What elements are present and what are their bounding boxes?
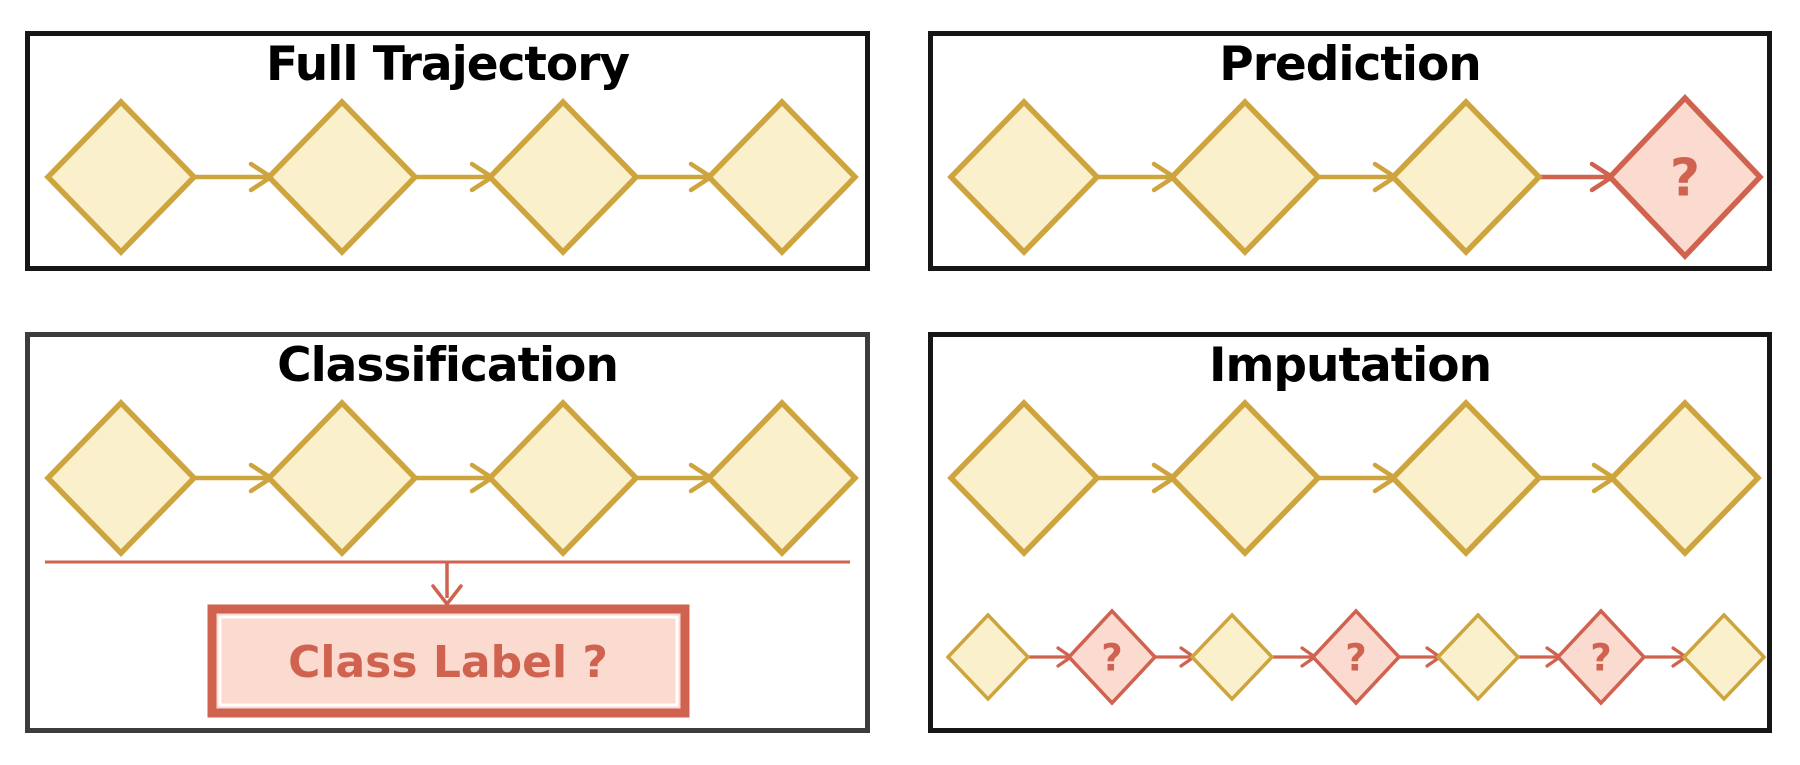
missing-state-diamond	[1606, 94, 1764, 260]
transition-arrow	[634, 462, 716, 494]
missing-question-mark: ?	[1345, 636, 1366, 679]
transition-arrow	[1397, 646, 1443, 668]
observed-state-diamond	[1389, 98, 1543, 256]
observed-state-diamond	[1168, 399, 1322, 557]
transition-arrow	[192, 462, 276, 494]
class-label-box-inner-rim	[218, 615, 679, 707]
observed-state-diamond	[486, 399, 640, 557]
transition-arrow	[1026, 646, 1074, 668]
imputation-diagram: ???	[945, 399, 1767, 706]
transition-arrow	[1316, 462, 1400, 494]
transition-arrow	[1153, 646, 1197, 668]
transition-arrow	[1095, 161, 1179, 193]
observed-state-diamond	[705, 98, 859, 256]
observed-state-diamond	[44, 98, 198, 256]
transition-arrow	[413, 462, 497, 494]
missing-question-mark: ?	[1101, 636, 1122, 679]
full-trajectory-diagram	[44, 98, 859, 256]
classification-diagram: Class Label ?	[44, 399, 859, 718]
observed-state-diamond	[486, 98, 640, 256]
summary-arrowhead-icon	[431, 584, 463, 607]
panel-classification: Classification Class Label ?	[25, 332, 870, 733]
transition-arrow	[634, 161, 716, 193]
observed-state-diamond	[1435, 612, 1521, 702]
transition-arrow	[1516, 646, 1563, 668]
panel-prediction: Prediction ?	[928, 31, 1772, 271]
panel-title-imputation: Imputation	[1208, 338, 1492, 393]
transition-arrow	[1537, 462, 1619, 494]
transition-arrow	[1270, 646, 1318, 668]
transition-arrow	[413, 161, 497, 193]
panel-imputation: Imputation ???	[928, 332, 1772, 733]
observed-state-diamond	[1189, 612, 1275, 702]
observed-state-diamond	[947, 399, 1101, 557]
missing-state-diamond	[1310, 608, 1402, 706]
class-label-box	[207, 604, 690, 718]
transition-arrow	[192, 161, 276, 193]
observed-state-diamond	[947, 98, 1101, 256]
observed-state-diamond	[265, 399, 419, 557]
missing-state-diamond	[1555, 608, 1647, 706]
missing-question-mark: ?	[1670, 149, 1700, 209]
missing-question-mark: ?	[1590, 636, 1611, 679]
transition-arrow	[1537, 161, 1617, 193]
transition-arrow	[1642, 646, 1689, 668]
missing-state-diamond	[1066, 608, 1158, 706]
observed-state-diamond	[1168, 98, 1322, 256]
transition-arrow	[1316, 161, 1400, 193]
observed-state-diamond	[265, 98, 419, 256]
transition-arrow	[1095, 462, 1179, 494]
observed-state-diamond	[945, 612, 1031, 702]
panel-title-classification: Classification	[277, 338, 619, 393]
panel-title-full-trajectory: Full Trajectory	[265, 37, 630, 92]
class-label-text: Class Label ?	[288, 637, 608, 688]
prediction-diagram: ?	[947, 94, 1764, 260]
panel-full-trajectory: Full Trajectory	[25, 31, 870, 271]
observed-state-diamond	[44, 399, 198, 557]
panel-title-prediction: Prediction	[1219, 37, 1481, 92]
observed-state-diamond	[1608, 399, 1762, 557]
observed-state-diamond	[1389, 399, 1543, 557]
observed-state-diamond	[705, 399, 859, 557]
observed-state-diamond	[1681, 612, 1767, 702]
